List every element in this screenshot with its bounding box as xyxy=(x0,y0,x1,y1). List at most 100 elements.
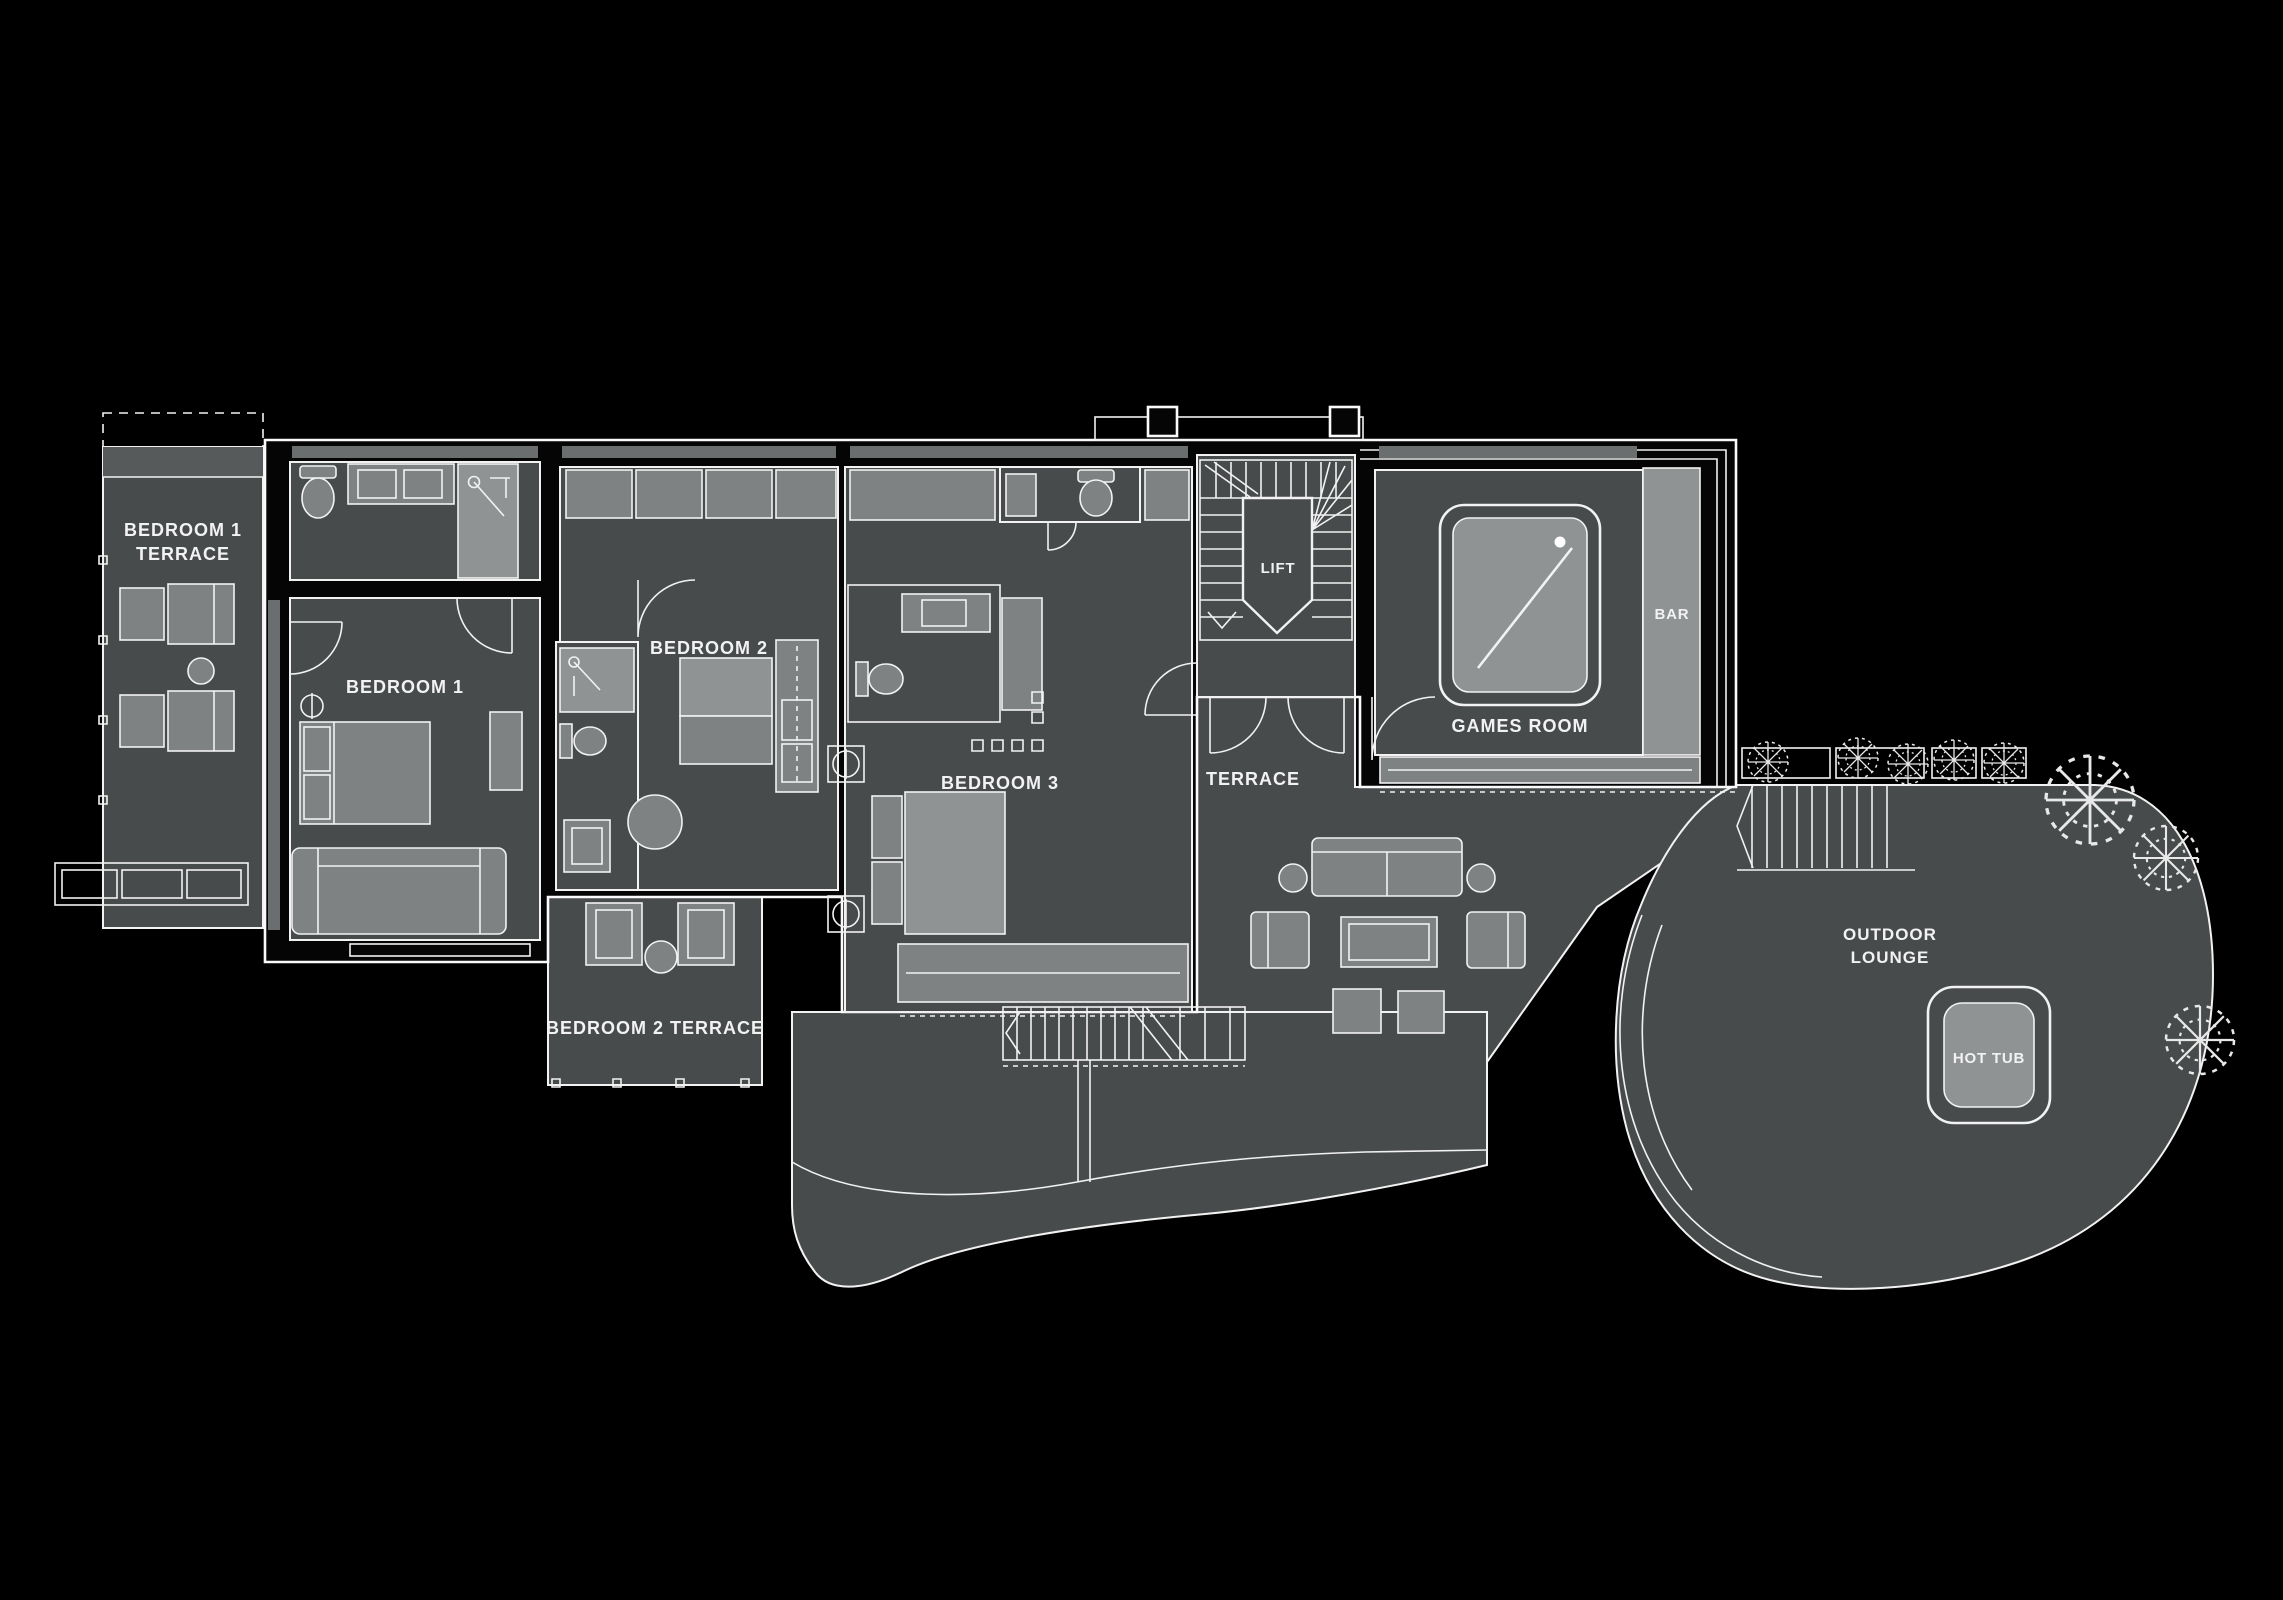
door-games-room xyxy=(1371,696,1436,761)
bed-mattress-top xyxy=(679,657,773,717)
outdoor-lounge-area xyxy=(1614,784,2215,1290)
planter-box xyxy=(186,869,242,899)
armchair xyxy=(1250,911,1310,969)
side-table-square xyxy=(119,587,165,641)
tree-icon xyxy=(1983,742,2025,784)
ottoman xyxy=(1332,988,1382,1034)
toilet-cistern xyxy=(299,465,337,479)
sink xyxy=(921,599,967,627)
lounge-curved-step-2 xyxy=(1641,924,1693,1191)
outdoor-areas xyxy=(102,412,2215,1290)
wardrobe-shelf xyxy=(781,699,813,741)
door-hall-left xyxy=(1209,696,1267,754)
deck-railing xyxy=(1077,1060,1091,1182)
bedroom1-ensuite-fixtures xyxy=(299,463,519,579)
window-band xyxy=(562,446,836,458)
stair-treads xyxy=(1016,1007,1231,1060)
side-table-square xyxy=(119,694,165,748)
stair-winders xyxy=(1204,461,1353,531)
lower-deck-area xyxy=(791,1011,1488,1288)
stair-well xyxy=(1199,459,1353,641)
bedroom2-terrace-furniture xyxy=(551,902,750,1088)
labels: BEDROOM 1 TERRACE BEDROOM 1 BEDROOM 2 BE… xyxy=(124,520,2025,1067)
shower-head-icon xyxy=(568,656,580,668)
round-table xyxy=(187,657,215,685)
label-bedroom2-terrace: BEDROOM 2 TERRACE xyxy=(546,1018,764,1038)
hot-tub xyxy=(1943,1002,2035,1108)
label-bedroom1: BEDROOM 1 xyxy=(346,677,464,697)
toilet-bowl xyxy=(1079,479,1113,517)
bedroom1-terrace-walkway xyxy=(103,447,263,477)
sofa-lines xyxy=(1312,851,1462,896)
label-bedroom1-terrace-line2: TERRACE xyxy=(136,544,230,564)
label-bedroom2: BEDROOM 2 xyxy=(650,638,768,658)
lift-shaft xyxy=(1241,496,1314,635)
shower-arm-icon xyxy=(473,477,510,517)
wardrobe xyxy=(849,469,996,521)
bar-counter xyxy=(1642,467,1701,756)
wardrobe xyxy=(565,469,633,519)
pool-cue xyxy=(1476,547,1574,669)
doors xyxy=(289,521,1436,761)
lounge-stair-treads xyxy=(1751,785,1888,868)
sink-right xyxy=(403,469,443,499)
door-hall-right xyxy=(1287,696,1345,754)
bedroom1-terrace-furniture xyxy=(54,555,249,906)
wardrobe-tall xyxy=(1001,597,1043,711)
hot-tub-outer xyxy=(1926,985,2052,1125)
chimney-left xyxy=(1146,405,1179,438)
label-terrace: TERRACE xyxy=(1206,769,1300,789)
terrace-chair-cushion xyxy=(687,909,725,959)
bedroom2-ensuite-fixtures xyxy=(559,647,635,873)
stair-core: LIFT xyxy=(1199,459,1353,641)
planter-box xyxy=(1741,747,1831,779)
stair-treads-right xyxy=(1312,514,1352,618)
terrace-edge-posts xyxy=(98,555,108,805)
planter-frame xyxy=(54,862,249,906)
round-chair xyxy=(627,794,683,850)
stair-run xyxy=(1002,1006,1246,1061)
round-table xyxy=(644,940,678,974)
label-hot-tub: HOT TUB xyxy=(1953,1050,2025,1067)
toilet-bowl xyxy=(301,477,335,519)
tree-icon xyxy=(1887,743,1929,785)
bedroom1-furniture xyxy=(291,693,523,935)
window-band xyxy=(292,446,538,458)
bed-pillow xyxy=(303,774,331,820)
toilet-cistern xyxy=(855,661,869,697)
shower-arm-icon xyxy=(573,661,601,696)
label-games-room: GAMES ROOM xyxy=(1451,716,1588,736)
bed-pillow xyxy=(303,726,331,772)
label-bedroom3: BEDROOM 3 xyxy=(941,773,1059,793)
ottoman xyxy=(1397,990,1445,1034)
terrace-chair-cushion xyxy=(595,909,633,959)
shower-tray xyxy=(457,463,519,579)
planter-box xyxy=(1835,747,1925,779)
bedside-table xyxy=(827,745,865,783)
stair-break-line xyxy=(1129,1006,1189,1061)
label-bar: BAR xyxy=(1655,606,1690,623)
terrace-chair xyxy=(585,902,643,966)
bed-headboard-cabinet xyxy=(871,795,903,859)
label-outdoor-lounge-line1: OUTDOOR xyxy=(1843,925,1937,944)
roof-flue-connector xyxy=(1094,416,1364,441)
pool-table-frame xyxy=(1438,503,1602,707)
chimney-right xyxy=(1328,405,1361,438)
wardrobe xyxy=(635,469,703,519)
label-lift: LIFT xyxy=(1261,560,1296,577)
tree-icon xyxy=(1747,741,1789,783)
sink-left xyxy=(357,469,397,499)
door-bedroom1-ensuite xyxy=(456,597,513,654)
wardrobe xyxy=(775,469,837,519)
side-table xyxy=(1278,863,1308,893)
lounge-stair-arrow xyxy=(1736,784,1754,869)
sun-lounger xyxy=(167,690,235,752)
pool-table-felt xyxy=(1452,517,1588,693)
terrace-chair xyxy=(677,902,735,966)
door-bedroom2 xyxy=(637,579,696,638)
armchair xyxy=(1466,911,1526,969)
desk xyxy=(489,711,523,791)
planter-box xyxy=(121,869,183,899)
wardrobe xyxy=(705,469,773,519)
